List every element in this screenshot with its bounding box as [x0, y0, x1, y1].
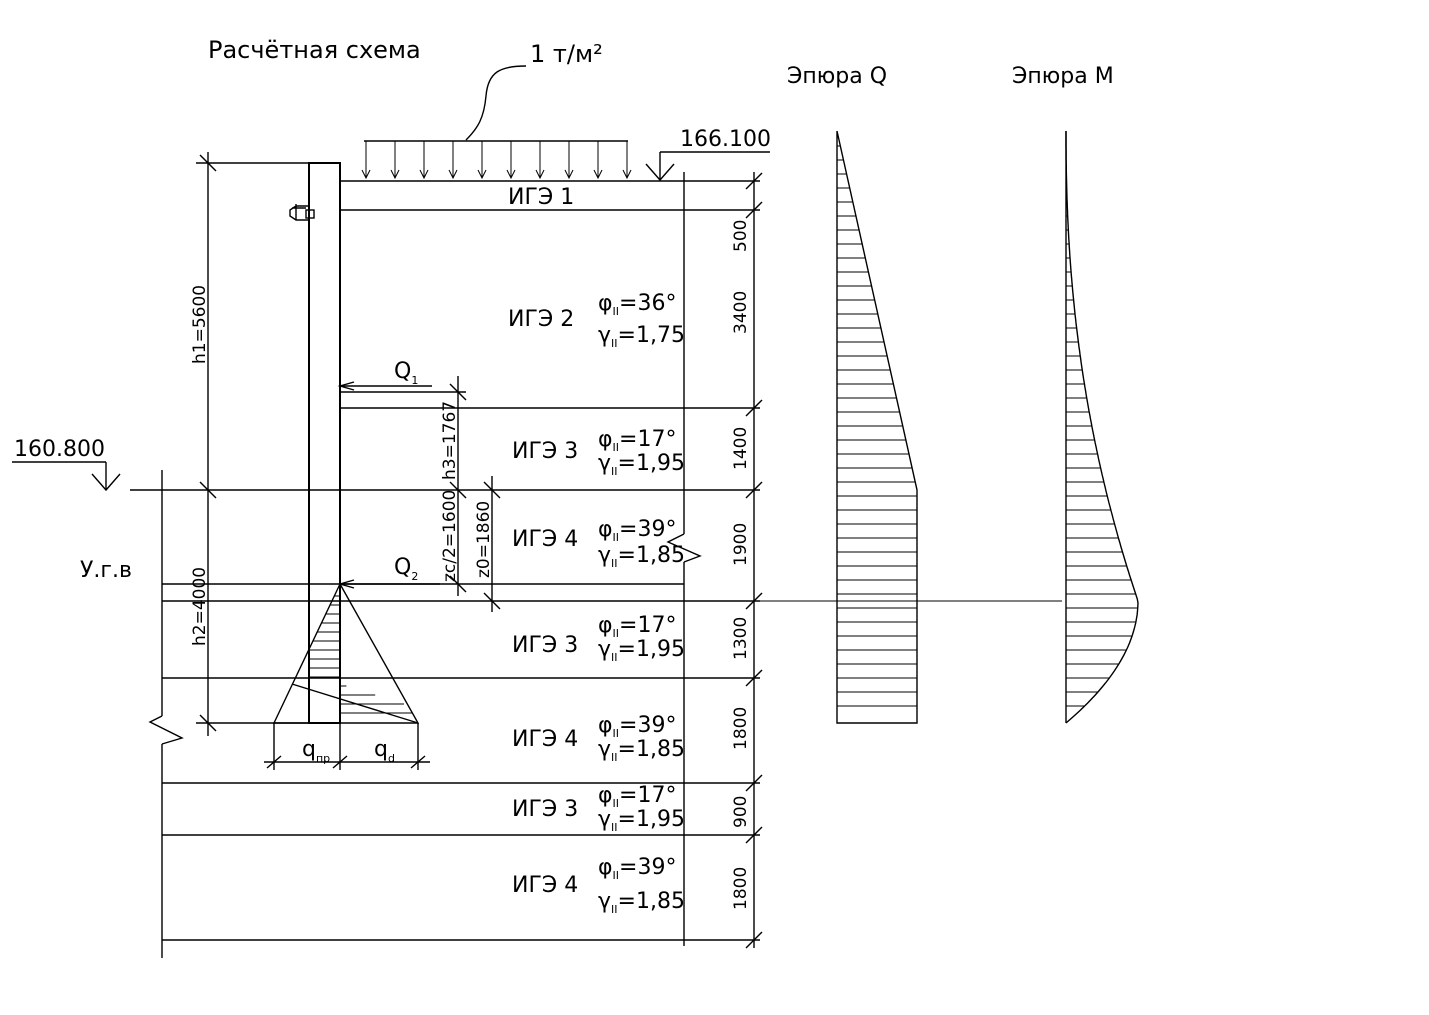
force-q1: Q1 [337, 359, 432, 391]
dimension-tick [745, 774, 763, 792]
layer-name: ИГЭ 3 [512, 633, 578, 658]
thickness-label: 900 [731, 796, 751, 828]
load-arrow-head [593, 169, 603, 180]
layer-gamma: γII=1,85 [598, 543, 685, 570]
dimension-tick [745, 399, 763, 417]
layer-name: ИГЭ 4 [512, 727, 578, 752]
scheme-title: Расчётная схема [208, 36, 421, 64]
layer-gamma: γII=1,95 [598, 451, 685, 478]
load-arrow-head [535, 169, 545, 180]
load-arrow-head [361, 169, 371, 180]
layer-name: ИГЭ 4 [512, 873, 578, 898]
soil-boundaries [130, 180, 1062, 941]
load-arrow-head [419, 169, 429, 180]
layer-phi: φII=36° [598, 291, 676, 318]
layer-phi: φII=17° [598, 613, 676, 640]
dimension-tick [745, 201, 763, 219]
retaining-wall [289, 162, 341, 724]
bending-moment-diagram [1065, 131, 1139, 724]
thickness-label: 1300 [731, 617, 751, 660]
layer-phi: φII=17° [598, 783, 676, 810]
left-dimension-h1-h2: h1=5600 h2=4000 [190, 152, 309, 736]
qd-label: qd [374, 737, 395, 765]
elevation-water-text: 160.800 [14, 437, 105, 462]
qpr-label: qпр [302, 737, 330, 765]
layer-name: ИГЭ 2 [508, 307, 574, 332]
dimension-tick [745, 592, 763, 610]
layer-gamma: γII=1,95 [598, 807, 685, 834]
earth-pressure-diagram [272, 583, 420, 724]
soil-right-border [666, 172, 702, 946]
thickness-label: 1400 [731, 427, 751, 470]
layer-gamma: γII=1,75 [598, 323, 685, 350]
load-leader-line [465, 65, 527, 141]
layer-name: ИГЭ 3 [512, 439, 578, 464]
elevation-top-text: 166.100 [680, 127, 771, 152]
load-arrow-head [390, 169, 400, 180]
load-arrow-head [506, 169, 516, 180]
thickness-label: 1800 [731, 707, 751, 750]
layer-phi: φII=39° [598, 713, 676, 740]
layer-phi: φII=17° [598, 427, 676, 454]
dimension-h3-zc2: h3=1767 zc/2=1600 [340, 376, 467, 596]
epure-q-label: Эпюра Q [787, 64, 887, 89]
h1-label: h1=5600 [190, 285, 210, 364]
groundwater-label: У.г.в [80, 558, 132, 583]
pressure-dimension: qпр qd [264, 723, 430, 770]
thickness-label: 1900 [731, 523, 751, 566]
layer-name: ИГЭ 4 [512, 527, 578, 552]
load-label: 1 т/м² [530, 40, 603, 68]
load-arrow-head [564, 169, 574, 180]
dimension-tick [745, 931, 763, 949]
distributed-load-arrows [361, 140, 632, 180]
load-arrow-head [622, 169, 632, 180]
dimension-tick [745, 481, 763, 499]
layer-gamma: γII=1,85 [598, 737, 685, 764]
layer-gamma: γII=1,85 [598, 889, 685, 916]
elevation-mark-water: 160.800 [12, 437, 121, 492]
load-arrow-head [477, 169, 487, 180]
dimension-z0: z0=1860 [474, 476, 501, 612]
dimension-tick [745, 826, 763, 844]
thickness-label: 1800 [731, 867, 751, 910]
layer-thickness-labels: 500 3400 1400 1900 1300 1800 900 1800 [731, 220, 751, 910]
layer-phi: φII=39° [598, 517, 676, 544]
dimension-tick [745, 669, 763, 687]
layer-name: ИГЭ 1 [508, 185, 574, 210]
elevation-mark-top: 166.100 [645, 127, 771, 182]
q2-label: Q2 [394, 555, 418, 583]
layer-gamma: γII=1,95 [598, 637, 685, 664]
zc2-label: zc/2=1600 [440, 490, 460, 582]
layer-labels: ИГЭ 1 ИГЭ 2 φII=36° γII=1,75 ИГЭ 3 φII=1… [508, 185, 685, 916]
load-arrow-head [448, 169, 458, 180]
h3-label: h3=1767 [440, 401, 460, 480]
thickness-label: 500 [731, 220, 751, 252]
right-dimension-chain [745, 172, 763, 949]
force-q2: Q2 [337, 555, 440, 589]
layer-name: ИГЭ 3 [512, 797, 578, 822]
layer-phi: φII=39° [598, 855, 676, 882]
q1-label: Q1 [394, 359, 418, 387]
h2-label: h2=4000 [190, 567, 210, 646]
z0-label: z0=1860 [474, 501, 494, 578]
soil-left-border [148, 470, 184, 958]
epure-m-label: Эпюра M [1012, 64, 1114, 89]
dimension-tick [745, 172, 763, 190]
thickness-label: 3400 [731, 291, 751, 334]
shear-force-diagram [836, 130, 918, 724]
